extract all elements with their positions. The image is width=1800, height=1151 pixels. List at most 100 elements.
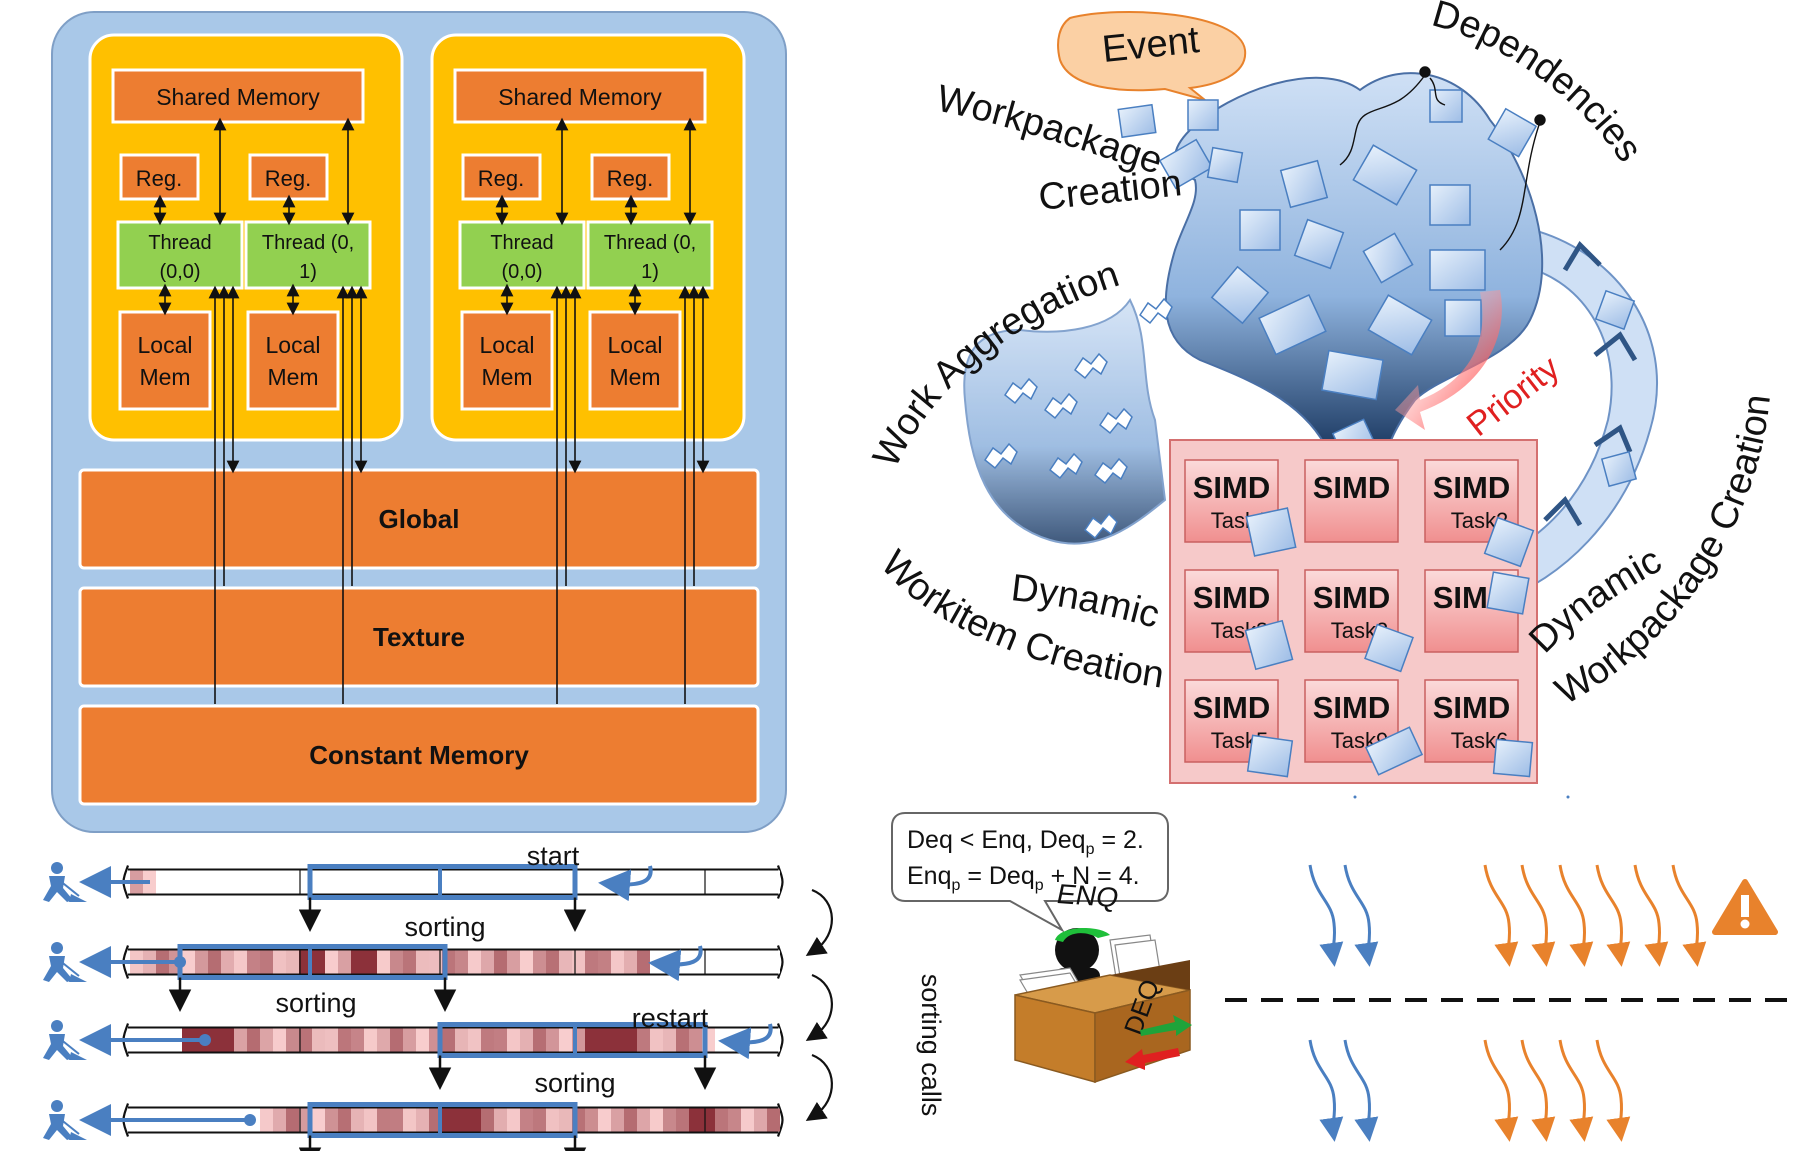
array-cell <box>481 950 494 974</box>
sort-array-row <box>43 1020 784 1090</box>
array-cell <box>585 1108 598 1132</box>
workpackage-flow-chevrons <box>1543 240 1638 527</box>
array-cell <box>455 1028 468 1052</box>
array-cell <box>728 1028 741 1052</box>
array-cell <box>702 1108 715 1132</box>
enq-formula: Enqp = Deqp + N = 4. <box>907 862 1140 894</box>
array-cell <box>351 1108 364 1132</box>
insert-pointer <box>598 865 653 902</box>
array-cell <box>494 1028 507 1052</box>
array-cell <box>221 1028 234 1052</box>
deq-condition: Deq < Enq, Deqp = 2. <box>907 826 1144 858</box>
array-cell <box>598 1108 611 1132</box>
simd-label: SIMD <box>1193 690 1271 725</box>
array-cell <box>689 870 702 894</box>
thread-arrow <box>1633 864 1669 967</box>
array-cell <box>728 870 741 894</box>
aggregated-items <box>983 297 1173 540</box>
array-cell <box>663 1028 676 1052</box>
event-bubble: Event <box>1057 11 1247 101</box>
array-cell <box>273 1108 286 1132</box>
array-cell <box>260 1108 273 1132</box>
array-cell <box>715 1028 728 1052</box>
array-cell <box>559 870 572 894</box>
insert-pointer <box>648 945 703 982</box>
array-cell <box>455 870 468 894</box>
array-cell <box>624 1108 637 1132</box>
array-cell <box>598 950 611 974</box>
array-cell <box>182 950 195 974</box>
array-cell <box>637 950 650 974</box>
shared-memory-box <box>111 68 365 124</box>
priority-arrow <box>1395 290 1502 430</box>
sorting-calls-label: sorting calls <box>916 974 946 1117</box>
array-cell <box>481 1028 494 1052</box>
array-cell <box>390 950 403 974</box>
thread-arrow <box>1595 864 1631 967</box>
shared-memory-label: Shared Memory <box>498 84 662 110</box>
sorting-label: sorting <box>534 1068 615 1098</box>
register-label: Reg. <box>136 166 182 191</box>
array-cell <box>429 950 442 974</box>
thread-label: Thread <box>490 232 553 254</box>
array-cell <box>546 1108 559 1132</box>
array-cell <box>650 950 663 974</box>
array-cell <box>676 1028 689 1052</box>
array-cell <box>728 950 741 974</box>
array-cell <box>403 950 416 974</box>
array-cell <box>442 870 455 894</box>
register-label: Reg. <box>478 166 524 191</box>
array-cell <box>416 1028 429 1052</box>
array-cell <box>559 950 572 974</box>
local-mem-box <box>588 310 682 411</box>
array-cell <box>741 1108 754 1132</box>
array-cell <box>676 1108 689 1132</box>
array-cell <box>637 1028 650 1052</box>
dequeue-arrow <box>1125 1048 1180 1070</box>
array-cell <box>260 950 273 974</box>
thread-index: 1) <box>299 261 317 283</box>
array-cell <box>585 870 598 894</box>
array-cell <box>208 950 221 974</box>
array-cell <box>572 950 585 974</box>
array-cell <box>715 870 728 894</box>
simd-label: SIMD <box>1313 690 1391 725</box>
array-cell <box>273 870 286 894</box>
array-cell <box>624 950 637 974</box>
array-cell <box>611 870 624 894</box>
workpackage-creation-label: Workpackage Creation <box>1548 392 1779 713</box>
array-cell <box>767 870 780 894</box>
array-cell <box>585 1028 598 1052</box>
array-cell <box>754 950 767 974</box>
array-cell <box>676 870 689 894</box>
array-cell <box>520 1108 533 1132</box>
array-cell <box>351 950 364 974</box>
array-cell <box>507 870 520 894</box>
array-cell <box>546 950 559 974</box>
array-cell <box>624 1028 637 1052</box>
array-cell <box>416 950 429 974</box>
local-mem-label: Mem <box>267 364 318 390</box>
array-cell <box>234 1028 247 1052</box>
streaming-multiprocessor-1: Shared Memory Reg. Reg. Thread (0,0) Thr… <box>88 33 404 442</box>
start-label: start <box>527 841 580 871</box>
thread-arrow <box>1520 1039 1556 1142</box>
insert-pointer <box>718 1023 773 1060</box>
array-cell <box>494 870 507 894</box>
register-box <box>248 153 329 201</box>
array-cell <box>325 870 338 894</box>
array-cell <box>559 1028 572 1052</box>
dependency-lines <box>1339 66 1546 251</box>
thread-arrow <box>1520 864 1556 967</box>
array-cell <box>377 870 390 894</box>
array-cell <box>390 870 403 894</box>
array-cell <box>403 1028 416 1052</box>
workpackage-cubes <box>1117 89 1538 464</box>
array-cell <box>741 870 754 894</box>
queue-speech-bubble <box>891 812 1169 933</box>
array-cell <box>312 1108 325 1132</box>
local-mem-box <box>118 310 212 411</box>
array-cell <box>741 1028 754 1052</box>
array-cell <box>338 1108 351 1132</box>
